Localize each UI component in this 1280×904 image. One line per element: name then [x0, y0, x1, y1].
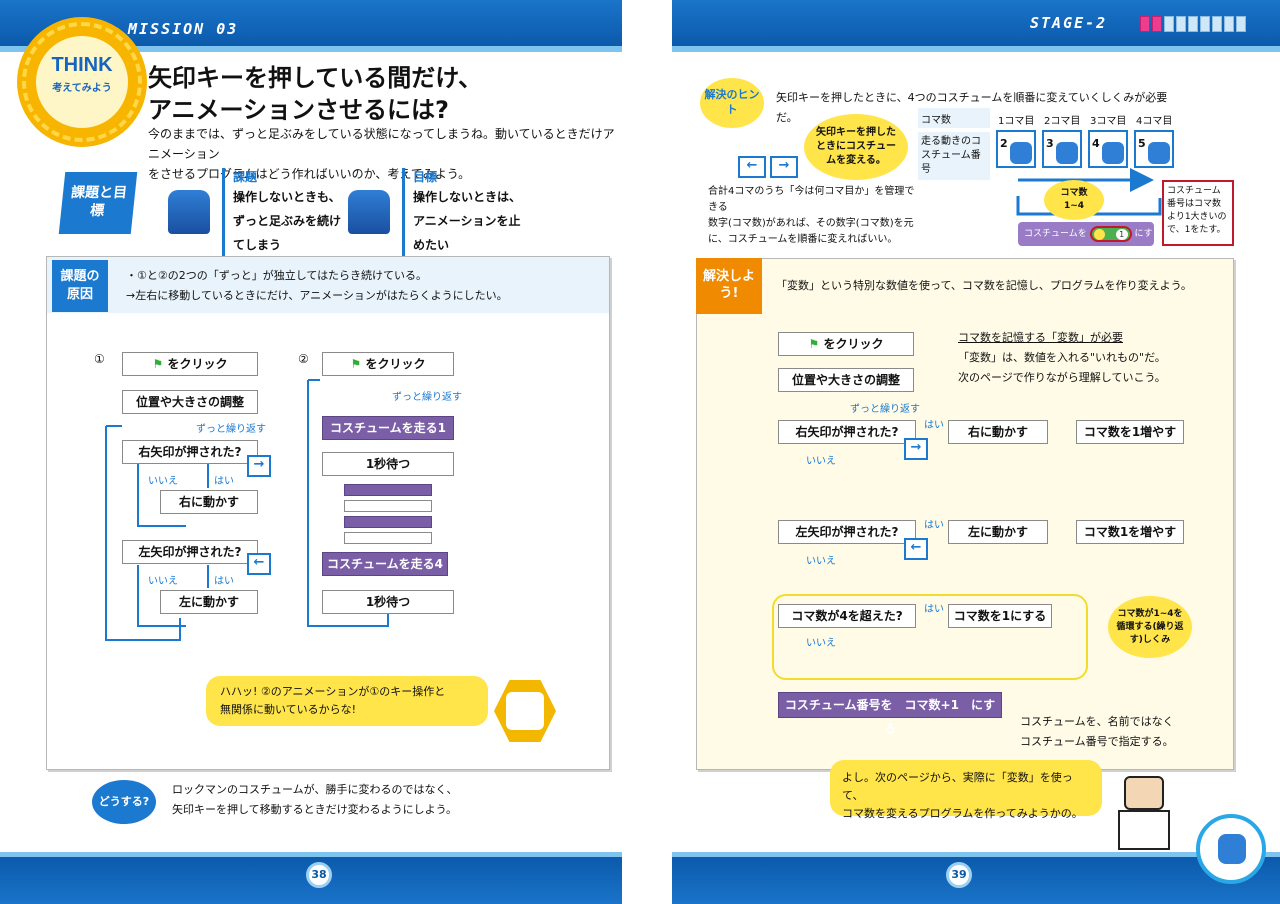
flow-setup-block: 位置や大きさの調整 [778, 368, 914, 392]
table-frame: 2コマ目 [1044, 112, 1080, 127]
prog1-if-left: 左矢印が押された? [122, 540, 258, 564]
costume-cell: 2 [996, 130, 1036, 168]
hint-bubble: 矢印キーを押したときにコスチュームを変える。 [804, 114, 908, 180]
hakase-speech-left: ハハッ! ②のアニメーションが①のキー操作と 無関係に動いているからな! [206, 676, 488, 726]
solve-line: 「変数」という特別な数値を使って、コマ数を記憶し、プログラムを作り変えよう。 [776, 276, 1226, 296]
solve-tag: 解決しよう! [696, 258, 762, 314]
flow-no2: いいえ [806, 552, 836, 567]
flow-yes1: はい [924, 416, 944, 431]
flow-yes3: はい [924, 600, 944, 615]
prog1-move-right: 右に動かす [160, 490, 258, 514]
loop-badge: コマ数 1~4 [1044, 180, 1104, 220]
flow-if-over: コマ数が4を超えた? [778, 604, 916, 628]
hakase-sprite-icon [1112, 776, 1176, 852]
hint-body: 合計4コマのうち「今は何コマ目か」を管理できる 数字(コマ数)があれば、その数字… [708, 184, 918, 248]
flow-yes2: はい [924, 516, 944, 531]
hakase-speech-right: よし。次のページから、実際に「変数」を使って、 コマ数を変えるプログラムを作って… [830, 760, 1102, 816]
hint-tag: 解決のヒント [700, 78, 764, 128]
flow-set-costume: コスチューム番号を コマ数+1 にする [778, 692, 1002, 718]
flow-loop-label: ずっと繰り返す [850, 400, 920, 415]
prog1-click-block: ⚑ をクリック [122, 352, 258, 376]
cycle-badge: コマ数が1~4を循環する(繰り返す)しくみ [1108, 596, 1192, 658]
table-head-costume: 走る動きのコスチューム番号 [918, 132, 990, 180]
prog1-setup-block: 位置や大きさの調整 [122, 390, 258, 414]
note-box: コスチューム番号はコマ数より1大きいので、1をたす。 [1162, 180, 1234, 246]
right-arrow-key-icon: → [770, 156, 798, 178]
variable-note: コマ数を記憶する「変数」が必要 「変数」は、数値を入れる"いれもの"だ。 次のペ… [958, 328, 1228, 388]
prog1-yes-label: はい [214, 472, 234, 487]
right-arrow-key-icon: → [247, 455, 271, 477]
left-arrow-key-icon: ← [738, 156, 766, 178]
prog2-click-block: ⚑ をクリック [322, 352, 454, 376]
flow-move-left: 左に動かす [948, 520, 1048, 544]
prog1-loop-label: ずっと繰り返す [196, 420, 266, 435]
prog2-number: ② [298, 352, 309, 366]
prog1-no2-label: いいえ [148, 572, 178, 587]
costume-cell: 3 [1042, 130, 1082, 168]
prog1-move-left: 左に動かす [160, 590, 258, 614]
right-arrow-key-icon: → [904, 438, 928, 460]
prog2-costume-bar [344, 516, 432, 528]
prog2-wait2: 1秒待つ [322, 590, 454, 614]
flow-reset: コマ数を1にする [948, 604, 1052, 628]
flow-no1: いいえ [806, 452, 836, 467]
flow-if-left: 左矢印が押された? [778, 520, 916, 544]
flow-inc2: コマ数1を増やす [1076, 520, 1184, 544]
prog1-number: ① [94, 352, 105, 366]
costume-cell: 5 [1134, 130, 1174, 168]
flow-inc1: コマ数を1増やす [1076, 420, 1184, 444]
prog2-wait-bar [344, 532, 432, 544]
megaman-corner-icon [1196, 814, 1266, 884]
prog1-yes2-label: はい [214, 572, 234, 587]
prog2-wait-bar [344, 500, 432, 512]
prog2-costume4: コスチュームを走る4 [322, 552, 448, 576]
costume-table: コマ数 走る動きのコスチューム番号 1コマ目 2コマ目 3コマ目 4コマ目 2 … [918, 108, 1188, 182]
prog2-loop-label: ずっと繰り返す [392, 388, 462, 403]
name-note: コスチュームを、名前ではなく コスチューム番号で指定する。 [1020, 712, 1220, 752]
prog1-no-label: いいえ [148, 472, 178, 487]
table-frame: 1コマ目 [998, 112, 1034, 127]
prog1-if-right: 右矢印が押された? [122, 440, 258, 464]
flow-move-right: 右に動かす [948, 420, 1048, 444]
costume-set-block: コスチュームを 1 にする [1018, 222, 1154, 246]
dousuru-text: ロックマンのコスチュームが、勝手に変わるのではなく、 矢印キーを押して移動すると… [172, 780, 602, 820]
flow-if-right: 右矢印が押された? [778, 420, 916, 444]
table-frame: 3コマ目 [1090, 112, 1126, 127]
prog2-costume1: コスチュームを走る1 [322, 416, 454, 440]
left-arrow-key-icon: ← [904, 538, 928, 560]
flow-click-block: ⚑ をクリック [778, 332, 914, 356]
dousuru-tag: どうする? [92, 780, 156, 824]
costume-cell: 4 [1088, 130, 1128, 168]
flow-no3: いいえ [806, 634, 836, 649]
table-head-frames: コマ数 [918, 108, 990, 128]
left-arrow-key-icon: ← [247, 553, 271, 575]
prog2-wait1: 1秒待つ [322, 452, 454, 476]
table-frame: 4コマ目 [1136, 112, 1172, 127]
prog2-costume-bar [344, 484, 432, 496]
